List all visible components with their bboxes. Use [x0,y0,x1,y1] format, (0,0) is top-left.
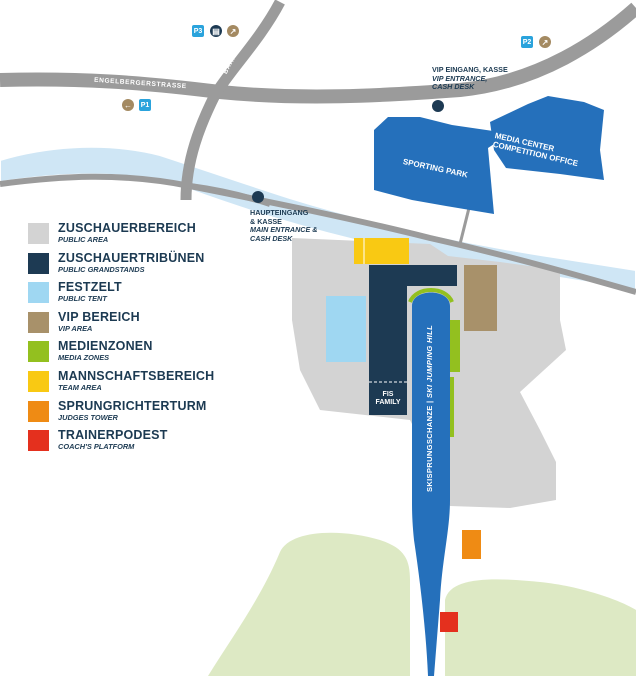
sporting-park-building [374,117,500,214]
arrow-northeast-icon: ↗ [227,25,239,37]
legend-swatch [28,341,49,363]
media-zone-2 [449,377,454,437]
vip-entrance-en-1: VIP ENTRANCE, [432,73,488,83]
vip-entrance-label: VIP EINGANG, KASSE VIP ENTRANCE, CASH DE… [432,65,508,92]
arrow-west-icon: ← [122,99,134,111]
main-entrance-de-2: & KASSE [250,216,282,226]
legend-subtitle: VIP AREA [58,323,93,333]
legend-title: TRAINERPODEST [58,428,168,443]
grandstand-top [407,265,457,286]
team-area [354,238,409,264]
vip-entrance-en-2: CASH DESK [432,82,475,91]
fis-family-label: FIS FAMILY [369,391,407,407]
legend-subtitle: PUBLIC AREA [58,235,109,244]
ski-jumping-hill [412,292,450,676]
bus-icon: ▤ [210,25,222,37]
legend-subtitle: JUDGES TOWER [58,412,118,422]
ski-jump-label: SKISPRUNGSCHANZE | SKI JUMPING HILL [425,325,434,492]
legend-subtitle: TEAM AREA [58,382,102,392]
arrow-northeast-icon: ↗ [539,36,551,48]
legend-swatch [28,252,49,274]
legend-title: VIP BEREICH [58,309,140,324]
legend-subtitle: PUBLIC GRANDSTANDS [58,264,145,274]
legend-subtitle: COACH'S PLATFORM [58,442,135,452]
parking-p2-badge[interactable]: P2 [521,36,533,48]
road-branch [189,183,271,207]
fis-line-1: FIS [382,391,394,398]
legend-swatch [28,430,49,452]
engelberger-road [0,2,636,104]
fis-line-2: FAMILY [375,399,401,406]
bahnhof-road [180,0,285,201]
green-area-right [445,579,636,676]
main-entrance-marker[interactable] [252,191,264,203]
legend-swatch [28,311,49,333]
ski-jump-label-en: SKI JUMPING HILL [425,324,434,399]
main-entrance-de-1: HAUPTEINGANG [250,208,309,217]
media-zone-arc [408,288,454,303]
ski-jump-label-de: SKISPRUNGSCHANZE | [425,398,434,493]
media-center-building [490,96,604,180]
legend-subtitle: MEDIA ZONES [58,353,110,363]
judges-tower [462,530,481,559]
legend-title: MANNSCHAFTSBEREICH [58,368,215,383]
main-entrance-en-1: MAIN ENTRANCE & [250,225,318,234]
legend-title: ZUSCHAUERBEREICH [58,221,196,235]
green-area-left [208,532,410,676]
legend-title: MEDIENZONEN [58,339,153,354]
legend-subtitle: PUBLIC TENT [58,294,107,304]
vip-entrance-de: VIP EINGANG, KASSE [432,65,508,74]
grandstand-main [369,265,407,415]
legend-title: ZUSCHAUERTRIBÜNEN [58,250,205,265]
legend-swatch [28,282,49,304]
main-entrance-en-2: CASH DESK [250,233,293,243]
legend-swatch [28,370,49,392]
parking-p3-badge[interactable]: P3 [192,25,204,37]
public-tent [326,296,366,362]
legend-swatch [28,400,49,422]
legend-title: FESTZELT [58,280,122,295]
parking-p1-badge[interactable]: P1 [139,99,151,111]
coach-platform [440,612,458,632]
legend-title: SPRUNGRICHTERTURM [58,398,207,413]
vip-entrance-marker[interactable] [432,100,444,112]
vip-area [464,265,497,331]
legend-swatch [28,223,49,244]
main-road [0,173,636,295]
media-zone-1 [450,320,460,372]
main-entrance-label: HAUPTEINGANG & KASSE MAIN ENTRANCE & CAS… [250,208,318,243]
